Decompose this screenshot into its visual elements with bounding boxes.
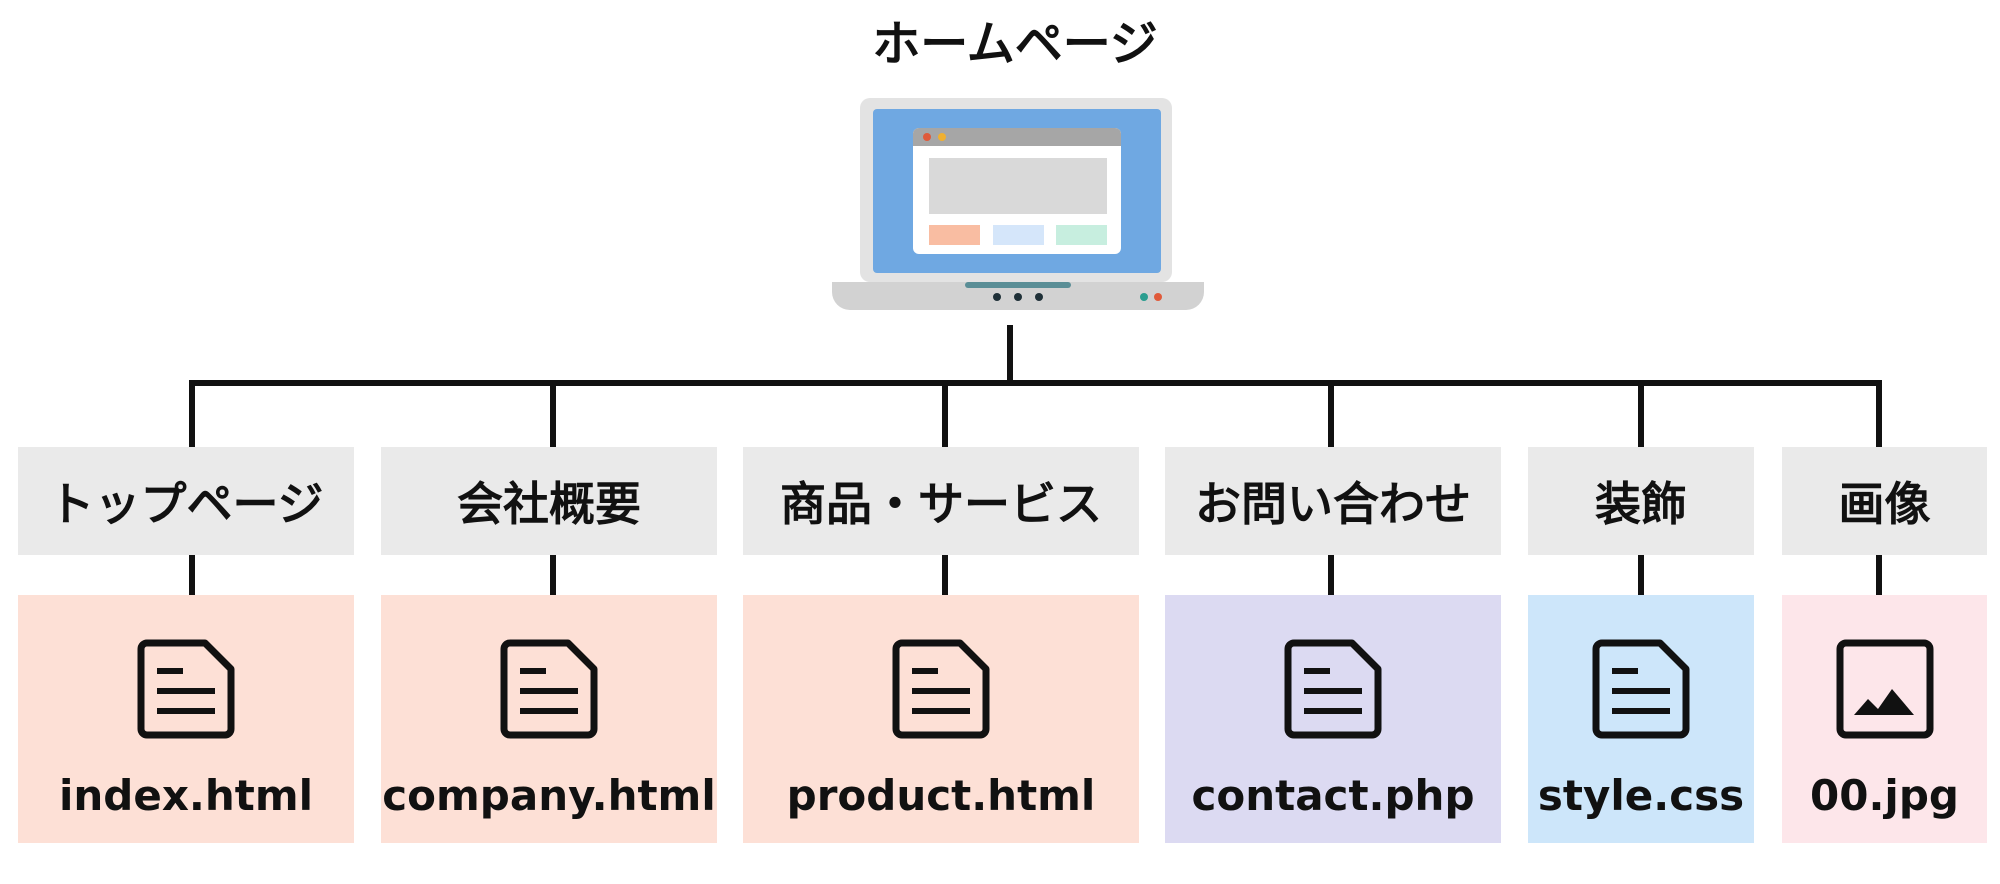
node-label-company: 会社概要 [381,447,717,555]
node-label-product: 商品・サービス [743,447,1139,555]
document-icon [892,639,990,739]
laptop-icon [832,98,1204,310]
node-label-contact: お問い合わせ [1165,447,1501,555]
file-card-index: index.html [18,595,354,843]
file-name: index.html [58,771,314,820]
file-card-style: style.css [1528,595,1754,843]
file-name: contact.php [1191,771,1475,820]
node-label-image: 画像 [1782,447,1987,555]
image-icon [1836,639,1933,739]
document-icon [1284,639,1382,739]
file-card-company: company.html [381,595,717,843]
file-name: 00.jpg [1810,771,1959,820]
file-card-contact: contact.php [1165,595,1501,843]
document-icon [500,639,598,739]
file-name: style.css [1537,771,1745,820]
tree-connectors [189,325,1882,595]
file-card-product: product.html [743,595,1139,843]
file-name: product.html [786,771,1096,820]
document-icon [1592,639,1690,739]
root-title: ホームページ [872,16,1158,72]
node-label-top-page: トップページ [18,447,354,555]
document-icon [137,639,235,739]
node-label-style: 装飾 [1528,447,1754,555]
file-card-image: 00.jpg [1782,595,1987,843]
file-name: company.html [382,771,716,820]
